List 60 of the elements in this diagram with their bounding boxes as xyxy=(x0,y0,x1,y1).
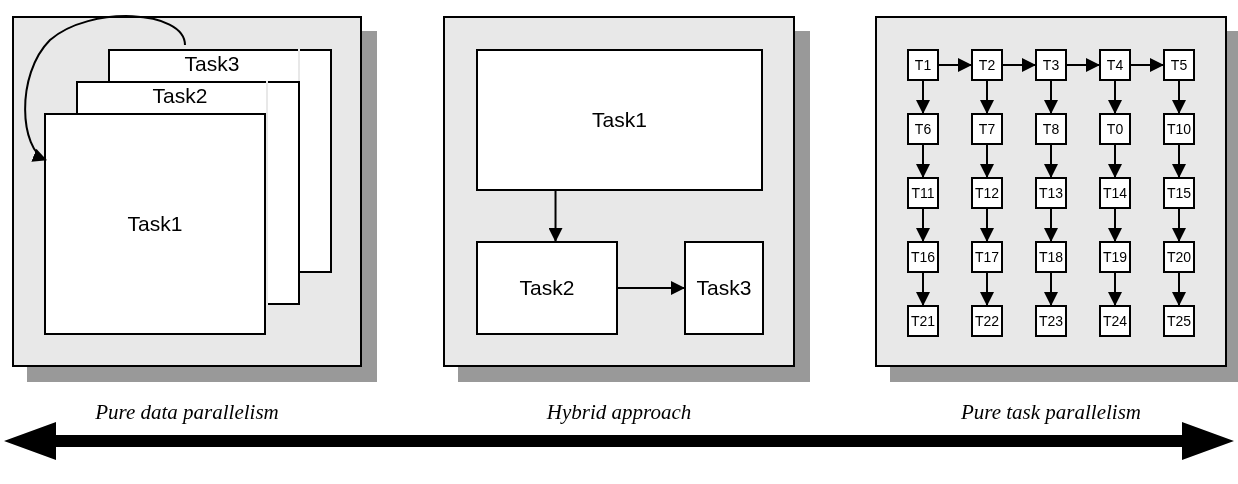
arrow xyxy=(1172,144,1186,178)
task-box: T15 xyxy=(1163,177,1195,209)
approach-label: Pure task parallelism xyxy=(960,399,1141,426)
task-box: Task2 xyxy=(476,241,618,335)
task-box: T20 xyxy=(1163,241,1195,273)
task-box: T1 xyxy=(907,49,939,81)
task-box: Task3 xyxy=(684,241,764,335)
arrow xyxy=(1108,272,1122,306)
approach-label: Pure data parallelism xyxy=(95,399,279,426)
task-box: T3 xyxy=(1035,49,1067,81)
arrow xyxy=(916,208,930,242)
task-box: T22 xyxy=(971,305,1003,337)
arrow xyxy=(1172,208,1186,242)
approach-label: Hybrid approach xyxy=(546,399,692,426)
task-box: T7 xyxy=(971,113,1003,145)
arrow xyxy=(1044,80,1058,114)
task-box: Task2 xyxy=(76,81,266,113)
arrow xyxy=(1108,208,1122,242)
arrow xyxy=(980,144,994,178)
arrow xyxy=(1044,272,1058,306)
task-box: T17 xyxy=(971,241,1003,273)
task-box: T16 xyxy=(907,241,939,273)
task-box: Task3 xyxy=(108,49,298,81)
arrow xyxy=(1002,58,1036,72)
arrow xyxy=(980,80,994,114)
arrow xyxy=(1172,272,1186,306)
task-box: T8 xyxy=(1035,113,1067,145)
arrow xyxy=(1044,208,1058,242)
task-box: T12 xyxy=(971,177,1003,209)
task-box: T23 xyxy=(1035,305,1067,337)
arrow xyxy=(1130,58,1164,72)
arrow xyxy=(1066,58,1100,72)
task-box: T24 xyxy=(1099,305,1131,337)
task-box: T0 xyxy=(1099,113,1131,145)
task-box: T25 xyxy=(1163,305,1195,337)
arrow xyxy=(938,58,972,72)
arrow xyxy=(1108,144,1122,178)
task-box: T6 xyxy=(907,113,939,145)
task-box: T19 xyxy=(1099,241,1131,273)
arrow xyxy=(980,208,994,242)
arrow xyxy=(1108,80,1122,114)
arrow xyxy=(24,15,186,161)
task-box: Task1 xyxy=(476,49,763,191)
task-box: T21 xyxy=(907,305,939,337)
task-box: T2 xyxy=(971,49,1003,81)
task-box: T18 xyxy=(1035,241,1067,273)
arrow xyxy=(916,80,930,114)
task-box: T13 xyxy=(1035,177,1067,209)
task-box: T11 xyxy=(907,177,939,209)
task-box: T4 xyxy=(1099,49,1131,81)
task-box: T14 xyxy=(1099,177,1131,209)
task-box: T10 xyxy=(1163,113,1195,145)
arrow xyxy=(980,272,994,306)
arrow xyxy=(617,281,685,295)
arrow xyxy=(548,190,563,242)
task-box: T5 xyxy=(1163,49,1195,81)
arrow xyxy=(916,144,930,178)
arrow xyxy=(1172,80,1186,114)
arrow xyxy=(1044,144,1058,178)
arrow xyxy=(916,272,930,306)
